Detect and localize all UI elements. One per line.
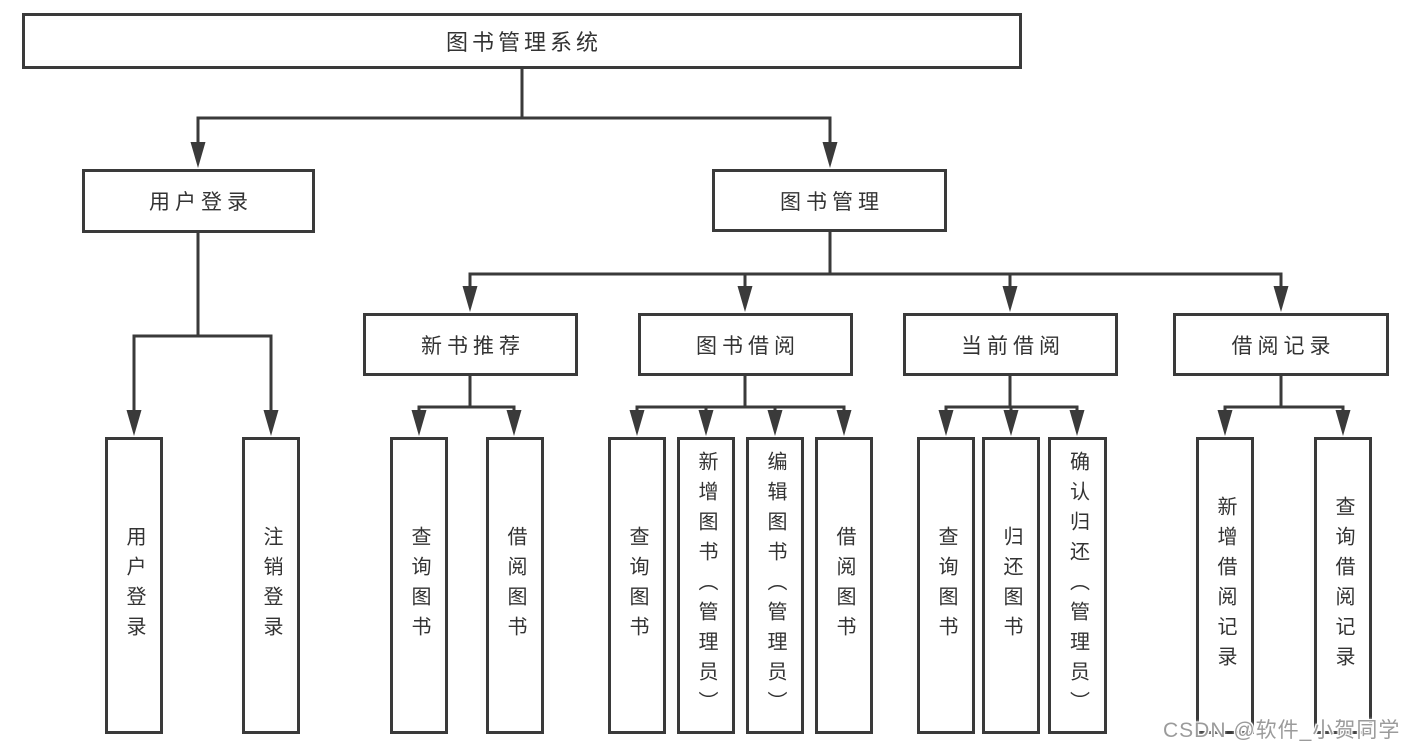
node-label: 查询借阅记录 — [1332, 495, 1354, 676]
node-query-books: 查询图书 — [390, 437, 448, 734]
arrow-down-icon — [629, 410, 645, 436]
node-book-management: 图书管理 — [712, 169, 947, 232]
node-label: 归还图书 — [1000, 525, 1022, 646]
node-book-borrowing: 图书借阅 — [638, 313, 853, 376]
connector-newrec-to-leaves — [417, 376, 516, 414]
node-confirm-return-admin: 确认归还（管理员） — [1048, 437, 1107, 734]
node-logout: 注销登录 — [242, 437, 300, 734]
csdn-watermark: CSDN @软件_小贺同学 — [1163, 719, 1401, 742]
connector-root-to-level2 — [196, 69, 832, 146]
node-label: 图书管理系统 — [445, 30, 602, 55]
node-label: 当前借阅 — [961, 334, 1065, 358]
arrow-down-icon — [506, 410, 522, 436]
arrow-down-icon — [190, 142, 206, 168]
arrow-down-icon — [1273, 286, 1289, 312]
arrow-down-icon — [1003, 410, 1019, 436]
node-edit-book-admin: 编辑图书（管理员） — [746, 437, 804, 734]
node-label: 用户登录 — [123, 525, 145, 646]
node-user-login: 用户登录 — [82, 169, 315, 233]
arrow-down-icon — [1217, 410, 1233, 436]
node-label: 用户登录 — [149, 191, 253, 214]
connector-bookmgmt-to-level3 — [468, 232, 1283, 290]
node-label: 确认归还（管理员） — [1066, 450, 1089, 721]
node-return-book: 归还图书 — [982, 437, 1040, 734]
node-current-borrowing: 当前借阅 — [903, 313, 1118, 376]
node-add-book-admin: 新增图书（管理员） — [677, 437, 735, 734]
connector-curbor-to-leaves — [944, 376, 1079, 414]
node-query-borrow-record: 查询借阅记录 — [1314, 437, 1372, 734]
arrow-down-icon — [1002, 286, 1018, 312]
node-label: 借阅记录 — [1231, 334, 1336, 358]
arrow-down-icon — [737, 286, 753, 312]
node-label: 编辑图书（管理员） — [764, 450, 786, 721]
arrow-down-icon — [126, 410, 142, 436]
node-new-book-recommend: 新书推荐 — [363, 313, 578, 376]
arrow-down-icon — [698, 410, 714, 436]
node-label: 查询图书 — [626, 525, 648, 646]
node-label: 查询图书 — [408, 525, 430, 646]
node-label: 图书借阅 — [696, 334, 800, 358]
node-borrow-books: 借阅图书 — [815, 437, 873, 734]
arrow-down-icon — [1069, 410, 1085, 436]
node-label: 新增图书（管理员） — [695, 450, 717, 721]
node-label: 新书推荐 — [421, 334, 525, 358]
arrow-down-icon — [767, 410, 783, 436]
node-borrowing-records: 借阅记录 — [1173, 313, 1389, 376]
arrow-down-icon — [263, 410, 279, 436]
node-borrow-books: 借阅图书 — [486, 437, 544, 734]
node-label: 借阅图书 — [833, 525, 855, 646]
node-label: 查询图书 — [935, 525, 957, 646]
node-add-borrow-record: 新增借阅记录 — [1196, 437, 1254, 734]
node-query-books: 查询图书 — [917, 437, 975, 734]
arrow-down-icon — [462, 286, 478, 312]
connector-userlogin-to-leaves — [132, 233, 273, 414]
node-label: 图书管理 — [780, 190, 884, 214]
node-label: 借阅图书 — [504, 525, 526, 646]
arrow-down-icon — [938, 410, 954, 436]
node-library-management-system: 图书管理系统 — [22, 13, 1022, 69]
node-label: 注销登录 — [260, 525, 282, 646]
arrow-down-icon — [836, 410, 852, 436]
arrow-down-icon — [411, 410, 427, 436]
connector-bookbor-to-leaves — [635, 376, 846, 414]
node-query-books: 查询图书 — [608, 437, 666, 734]
connector-borrec-to-leaves — [1223, 376, 1345, 414]
node-label: 新增借阅记录 — [1214, 495, 1236, 676]
arrow-down-icon — [1335, 410, 1351, 436]
node-user-login-action: 用户登录 — [105, 437, 163, 734]
arrow-down-icon — [822, 142, 838, 168]
